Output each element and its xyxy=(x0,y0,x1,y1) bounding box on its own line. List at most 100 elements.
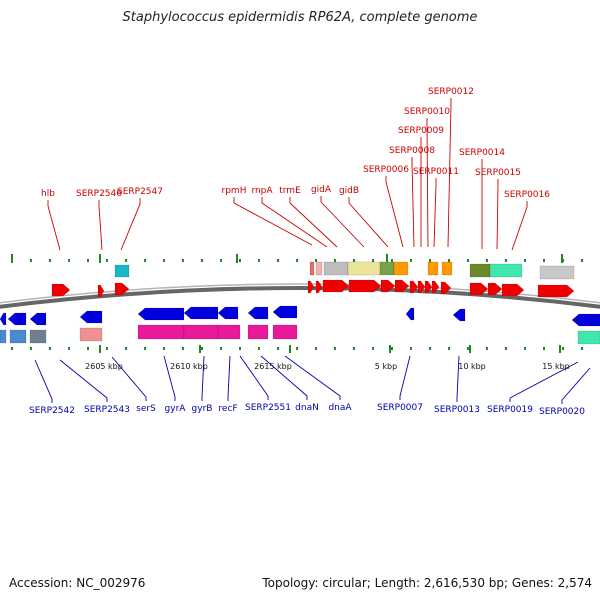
forward-gene-arrow xyxy=(315,280,323,294)
reverse-gene-arrow xyxy=(137,307,185,321)
feature-block xyxy=(0,329,7,344)
feature-block xyxy=(323,261,349,276)
ruler-label: 2615 kbp xyxy=(254,362,292,371)
feature-label-top: hlb xyxy=(41,189,55,199)
forward-gene-arrow xyxy=(537,284,575,298)
forward-gene-arrow xyxy=(487,282,503,296)
feature-block xyxy=(427,261,439,276)
feature-label-bottom: gyrB xyxy=(192,404,213,414)
leader-line xyxy=(163,355,176,401)
feature-label-bottom: serS xyxy=(136,404,156,414)
feature-block xyxy=(183,324,219,340)
forward-gene-arrow xyxy=(501,283,525,297)
backbone-line xyxy=(0,286,600,309)
feature-block xyxy=(469,263,491,278)
ruler-label: 15 kbp xyxy=(542,362,570,371)
feature-block xyxy=(309,261,315,276)
feature-block xyxy=(347,261,381,276)
leader-line xyxy=(233,197,313,246)
reverse-gene-arrow xyxy=(272,305,298,319)
reverse-gene-arrow xyxy=(247,306,269,320)
feature-block xyxy=(315,261,323,276)
feature-block xyxy=(114,264,130,278)
feature-label-top: SERP0009 xyxy=(398,126,444,136)
leader-line xyxy=(111,356,147,401)
leader-line xyxy=(98,200,103,251)
ruler-label: 5 kbp xyxy=(375,362,397,371)
leader-line xyxy=(239,355,269,400)
feature-label-top: SERP2546 xyxy=(76,189,122,199)
feature-label-top: SERP0012 xyxy=(428,87,474,97)
leader-line xyxy=(456,355,460,402)
genome-backbone xyxy=(0,283,600,309)
feature-block xyxy=(137,324,185,340)
feature-block xyxy=(217,324,241,340)
accession-text: Accession: NC_002976 xyxy=(9,576,146,590)
reverse-gene-arrow xyxy=(217,306,239,320)
reverse-gene-arrow xyxy=(7,312,27,326)
reverse-gene-arrow xyxy=(0,312,7,326)
feature-label-top: SERP0016 xyxy=(504,190,550,200)
leader-line xyxy=(511,201,528,251)
leader-line xyxy=(34,359,53,403)
map-title: Staphylococcus epidermidis RP62A, comple… xyxy=(122,10,478,25)
forward-gene-arrow xyxy=(417,280,426,294)
forward-gene-arrow xyxy=(431,280,440,294)
feature-label-top: rnpA xyxy=(251,186,273,196)
leader-line xyxy=(348,197,389,248)
leader-line xyxy=(227,355,231,401)
feature-label-top: gidA xyxy=(311,185,332,195)
feature-block xyxy=(272,324,298,340)
forward-gene-arrow xyxy=(380,279,396,293)
forward-gene-arrow xyxy=(424,280,433,294)
feature-label-top: SERP0014 xyxy=(459,148,505,158)
feature-block xyxy=(441,261,453,276)
feature-block xyxy=(79,327,103,342)
leader-line xyxy=(260,355,308,400)
ruler-label: 2610 kbp xyxy=(170,362,208,371)
leader-line xyxy=(426,118,429,248)
feature-block xyxy=(379,261,395,276)
feature-label-top: trmE xyxy=(279,186,301,196)
feature-label-top: SERP0015 xyxy=(475,168,521,178)
topology-text: Topology: circular; Length: 2,616,530 bp… xyxy=(262,576,592,590)
forward-gene-arrow xyxy=(51,283,71,297)
feature-label-top: SERP0011 xyxy=(413,167,459,177)
feature-label-bottom: SERP2551 xyxy=(245,403,291,413)
feature-block xyxy=(393,261,409,276)
reverse-gene-arrow xyxy=(452,308,466,322)
ruler-label: 10 kbp xyxy=(458,362,486,371)
leader-line xyxy=(320,196,365,248)
feature-block xyxy=(9,329,27,344)
leader-line xyxy=(411,157,415,248)
leader-line xyxy=(201,355,205,401)
feature-label-top: SERP2547 xyxy=(117,187,163,197)
forward-gene-arrow xyxy=(440,281,452,295)
feature-block xyxy=(539,265,575,280)
reverse-gene-arrow xyxy=(183,306,219,320)
forward-gene-arrow xyxy=(307,280,315,294)
reverse-gene-arrow xyxy=(29,312,47,326)
ruler-label: 2605 kbp xyxy=(85,362,123,371)
leader-line xyxy=(496,179,499,250)
leader-line xyxy=(399,355,411,400)
feature-label-bottom: SERP0019 xyxy=(487,405,533,415)
feature-label-bottom: SERP0013 xyxy=(434,405,480,415)
feature-label-bottom: SERP2543 xyxy=(84,405,130,415)
feature-blocks xyxy=(0,261,600,345)
leader-line xyxy=(120,198,141,251)
leader-line xyxy=(433,178,437,248)
feature-label-bottom: dnaN xyxy=(295,403,319,413)
feature-label-top: SERP0010 xyxy=(404,107,450,117)
feature-label-bottom: SERP0020 xyxy=(539,407,585,417)
forward-gene-arrow xyxy=(114,282,130,296)
ruler-ticks xyxy=(11,254,583,353)
forward-gene-arrow xyxy=(394,279,410,293)
leader-line xyxy=(385,176,404,248)
feature-label-top: SERP0006 xyxy=(363,165,409,175)
reverse-gene-arrow xyxy=(79,310,103,324)
feature-label-top: gidB xyxy=(339,186,359,196)
feature-block xyxy=(577,330,600,345)
leader-line xyxy=(561,367,591,404)
leader-line xyxy=(59,359,108,402)
